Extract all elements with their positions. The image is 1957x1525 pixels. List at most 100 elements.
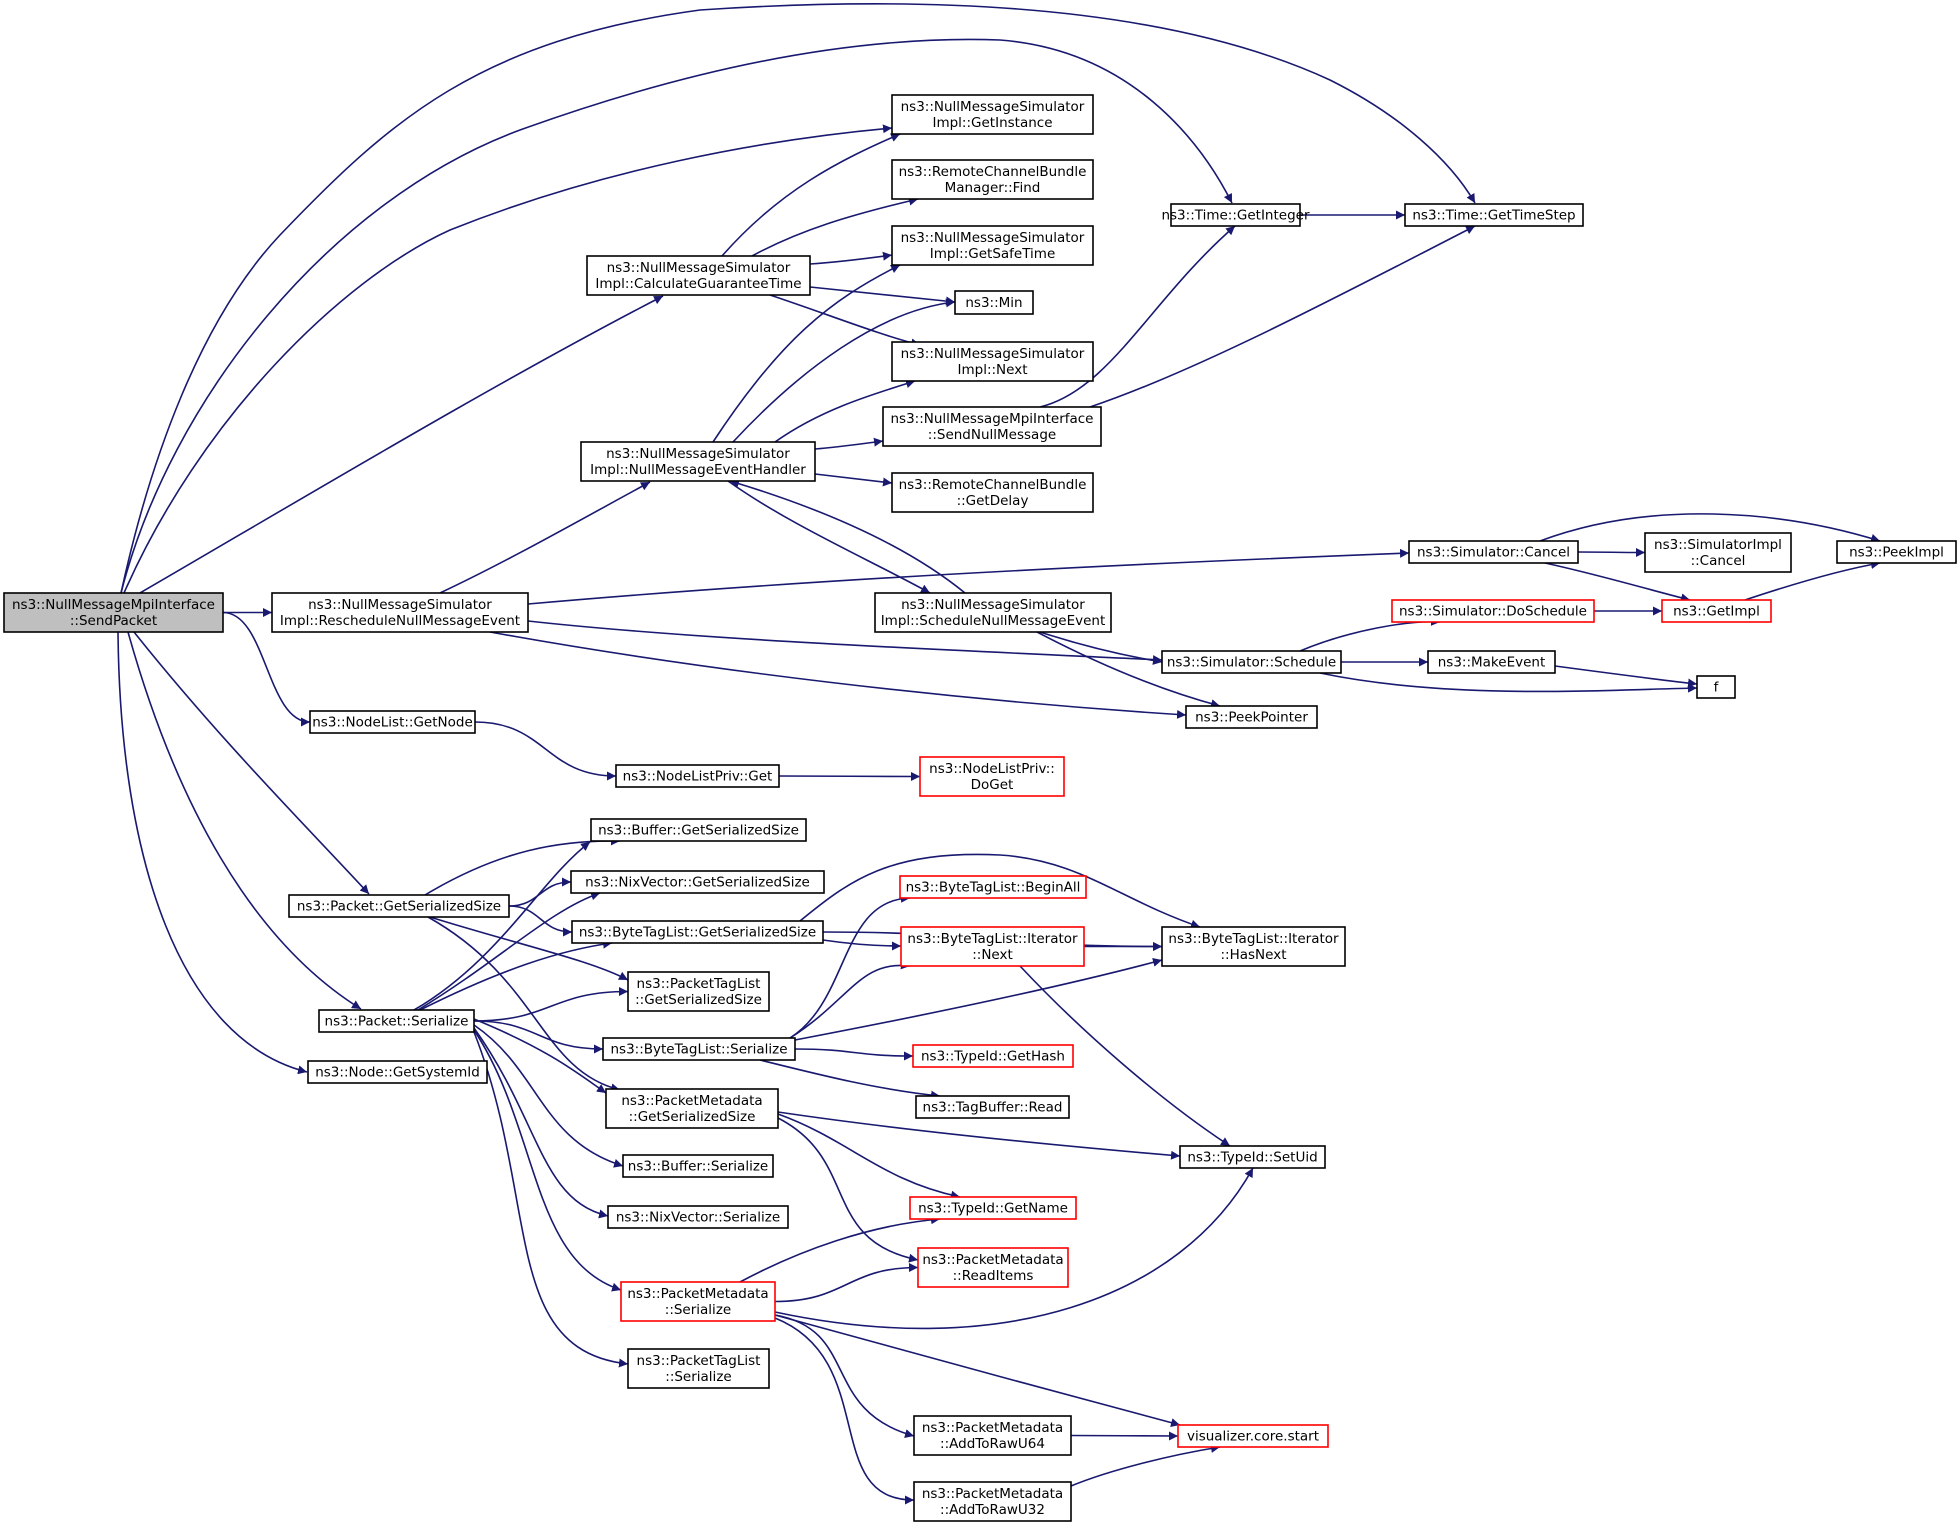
node-nodegetsysid[interactable]: ns3::Node::GetSystemId bbox=[307, 1060, 488, 1084]
edge-path bbox=[712, 264, 901, 443]
node-btlitnext[interactable]: ns3::ByteTagList::Iterator::Next bbox=[900, 926, 1085, 967]
edge-pktgetser-to-pmgetser bbox=[427, 916, 621, 1093]
node-pmaddu64[interactable]: ns3::PacketMetadata::AddToRawU64 bbox=[913, 1415, 1072, 1456]
edge-pktgetser-to-ptlgetser bbox=[429, 916, 629, 981]
node-pmserialize[interactable]: ns3::PacketMetadata::Serialize bbox=[620, 1281, 776, 1322]
node-getinteger[interactable]: ns3::Time::GetInteger bbox=[1161, 203, 1310, 227]
node-nixserialize[interactable]: ns3::NixVector::Serialize bbox=[607, 1205, 789, 1229]
node-min[interactable]: ns3::Min bbox=[954, 290, 1034, 315]
node-ptlgetser[interactable]: ns3::PacketTagList::GetSerializedSize bbox=[627, 971, 770, 1012]
edge-simschedule-to-doschedule bbox=[1299, 616, 1441, 652]
node-nodelistgetnode[interactable]: ns3::NodeList::GetNode bbox=[309, 710, 476, 734]
edge-nodelistgetnode-to-nodelistprivget bbox=[474, 721, 617, 781]
node-simschedule[interactable]: ns3::Simulator::Schedule bbox=[1161, 650, 1342, 674]
node-box bbox=[307, 1060, 488, 1084]
edge-path bbox=[799, 853, 1201, 929]
edge-btlgetser-to-btlbeginall bbox=[799, 853, 1201, 929]
edge-path bbox=[419, 939, 613, 1011]
edge-path bbox=[508, 905, 573, 937]
node-getimpl[interactable]: ns3::GetImpl bbox=[1661, 599, 1772, 623]
node-btlgetser[interactable]: ns3::ByteTagList::GetSerializedSize bbox=[571, 920, 824, 944]
node-typeidgetname[interactable]: ns3::TypeId::GetName bbox=[909, 1196, 1077, 1220]
node-pktgetser[interactable]: ns3::Packet::GetSerializedSize bbox=[288, 894, 510, 918]
node-label: ns3::ByteTagList::Iterator bbox=[1168, 931, 1339, 947]
node-label: ::Serialize bbox=[665, 1369, 731, 1385]
edge-reschedule-to-nullevh bbox=[439, 481, 651, 594]
node-label: ns3::RemoteChannelBundle bbox=[899, 477, 1087, 493]
node-label: ns3::Packet::Serialize bbox=[325, 1014, 469, 1030]
edge-calcguar-to-rcbfind bbox=[751, 196, 919, 257]
node-nixgetser[interactable]: ns3::NixVector::GetSerializedSize bbox=[570, 870, 825, 894]
edge-btlserialize-to-btlitnext bbox=[789, 960, 911, 1039]
edge-path bbox=[814, 437, 884, 450]
node-doget[interactable]: ns3::NodeListPriv::DoGet bbox=[919, 756, 1065, 797]
node-label: ns3::NullMessageMpiInterface bbox=[890, 411, 1093, 427]
node-f[interactable]: f bbox=[1696, 675, 1736, 699]
node-doschedule[interactable]: ns3::Simulator::DoSchedule bbox=[1391, 599, 1595, 623]
node-getsafetime[interactable]: ns3::NullMessageSimulatorImpl::GetSafeTi… bbox=[891, 225, 1094, 266]
node-ptlserialize[interactable]: ns3::PacketTagList::Serialize bbox=[627, 1348, 770, 1389]
node-typeidgethash[interactable]: ns3::TypeId::GetHash bbox=[912, 1044, 1074, 1068]
node-label: ::GetDelay bbox=[957, 493, 1029, 509]
node-label: ns3::Buffer::GetSerializedSize bbox=[598, 823, 799, 839]
node-label: ::Cancel bbox=[1691, 553, 1746, 569]
node-label: ::ReadItems bbox=[953, 1268, 1034, 1284]
node-gettimestep[interactable]: ns3::Time::GetTimeStep bbox=[1404, 203, 1584, 227]
node-bufserialize[interactable]: ns3::Buffer::Serialize bbox=[622, 1154, 774, 1178]
node-simimplcancel[interactable]: ns3::SimulatorImpl::Cancel bbox=[1644, 532, 1792, 573]
node-label: Manager::Find bbox=[945, 180, 1041, 196]
edge-calcguar-to-next bbox=[769, 294, 921, 348]
node-schednull[interactable]: ns3::NullMessageSimulatorImpl::ScheduleN… bbox=[874, 592, 1112, 633]
node-nullevh[interactable]: ns3::NullMessageSimulatorImpl::NullMessa… bbox=[580, 441, 816, 482]
node-btlserialize[interactable]: ns3::ByteTagList::Serialize bbox=[602, 1037, 796, 1061]
node-reschedule[interactable]: ns3::NullMessageSimulatorImpl::Reschedul… bbox=[271, 592, 529, 633]
edge-layer bbox=[117, 3, 1881, 1505]
node-root[interactable]: ns3::NullMessageMpiInterface::SendPacket bbox=[3, 592, 224, 633]
node-getdelay[interactable]: ns3::RemoteChannelBundle::GetDelay bbox=[891, 472, 1094, 513]
edge-pmgetser-to-pmreaditems bbox=[777, 1117, 919, 1263]
node-label: Impl::GetSafeTime bbox=[930, 246, 1056, 262]
edge-schednull-to-peekpointer bbox=[1036, 631, 1221, 709]
node-label: ::HasNext bbox=[1220, 947, 1286, 963]
node-makeevent[interactable]: ns3::MakeEvent bbox=[1427, 650, 1556, 674]
node-label: ns3::ByteTagList::GetSerializedSize bbox=[579, 925, 816, 941]
node-peekpointer[interactable]: ns3::PeekPointer bbox=[1185, 705, 1318, 729]
node-getinstance[interactable]: ns3::NullMessageSimulatorImpl::GetInstan… bbox=[891, 94, 1094, 135]
node-box bbox=[1661, 599, 1772, 623]
node-box bbox=[891, 94, 1094, 135]
edge-path bbox=[527, 548, 1410, 605]
node-bufgetser[interactable]: ns3::Buffer::GetSerializedSize bbox=[590, 818, 807, 842]
edge-path bbox=[794, 1048, 914, 1061]
node-pmgetser[interactable]: ns3::PacketMetadata::GetSerializedSize bbox=[605, 1088, 779, 1129]
edge-pktgetser-to-btlgetser bbox=[508, 905, 573, 937]
edge-path bbox=[774, 1167, 1254, 1330]
node-calcguar[interactable]: ns3::NullMessageSimulatorImpl::Calculate… bbox=[586, 255, 811, 296]
node-label: ns3::NullMessageMpiInterface bbox=[12, 597, 215, 613]
edge-pmserialize-to-typeidsetuid bbox=[774, 1167, 1254, 1330]
edge-path bbox=[727, 480, 931, 594]
edge-simcancel-to-getimpl bbox=[1544, 562, 1691, 603]
node-sendnull[interactable]: ns3::NullMessageMpiInterface::SendNullMe… bbox=[882, 406, 1102, 447]
node-btlithasnext[interactable]: ns3::ByteTagList::Iterator::HasNext bbox=[1161, 926, 1346, 967]
node-peekimpl[interactable]: ns3::PeekImpl bbox=[1836, 540, 1957, 564]
node-box bbox=[917, 1247, 1069, 1288]
node-vizstart[interactable]: visualizer.core.start bbox=[1177, 1424, 1329, 1448]
edge-btlserialize-to-btlbeginall bbox=[789, 893, 911, 1039]
node-tagbufread[interactable]: ns3::TagBuffer::Read bbox=[915, 1095, 1070, 1119]
node-btlbeginall[interactable]: ns3::ByteTagList::BeginAll bbox=[899, 875, 1087, 899]
edge-path bbox=[759, 1059, 941, 1100]
node-label: ns3::TypeId::GetHash bbox=[921, 1049, 1065, 1065]
edge-pktserialize-to-nixserialize bbox=[473, 1027, 609, 1219]
edge-reschedule-to-peekpointer bbox=[489, 631, 1187, 719]
node-simcancel[interactable]: ns3::Simulator::Cancel bbox=[1408, 540, 1579, 564]
node-nodelistprivget[interactable]: ns3::NodeListPriv::Get bbox=[615, 764, 780, 788]
node-pktserialize[interactable]: ns3::Packet::Serialize bbox=[318, 1009, 475, 1033]
node-typeidsetuid[interactable]: ns3::TypeId::SetUid bbox=[1179, 1145, 1326, 1169]
node-label: Impl::Next bbox=[958, 362, 1028, 378]
node-pmaddu32[interactable]: ns3::PacketMetadata::AddToRawU32 bbox=[913, 1481, 1072, 1522]
node-label: ns3::SimulatorImpl bbox=[1654, 537, 1782, 553]
node-label: ns3::Simulator::Cancel bbox=[1417, 545, 1570, 561]
node-pmreaditems[interactable]: ns3::PacketMetadata::ReadItems bbox=[917, 1247, 1069, 1288]
